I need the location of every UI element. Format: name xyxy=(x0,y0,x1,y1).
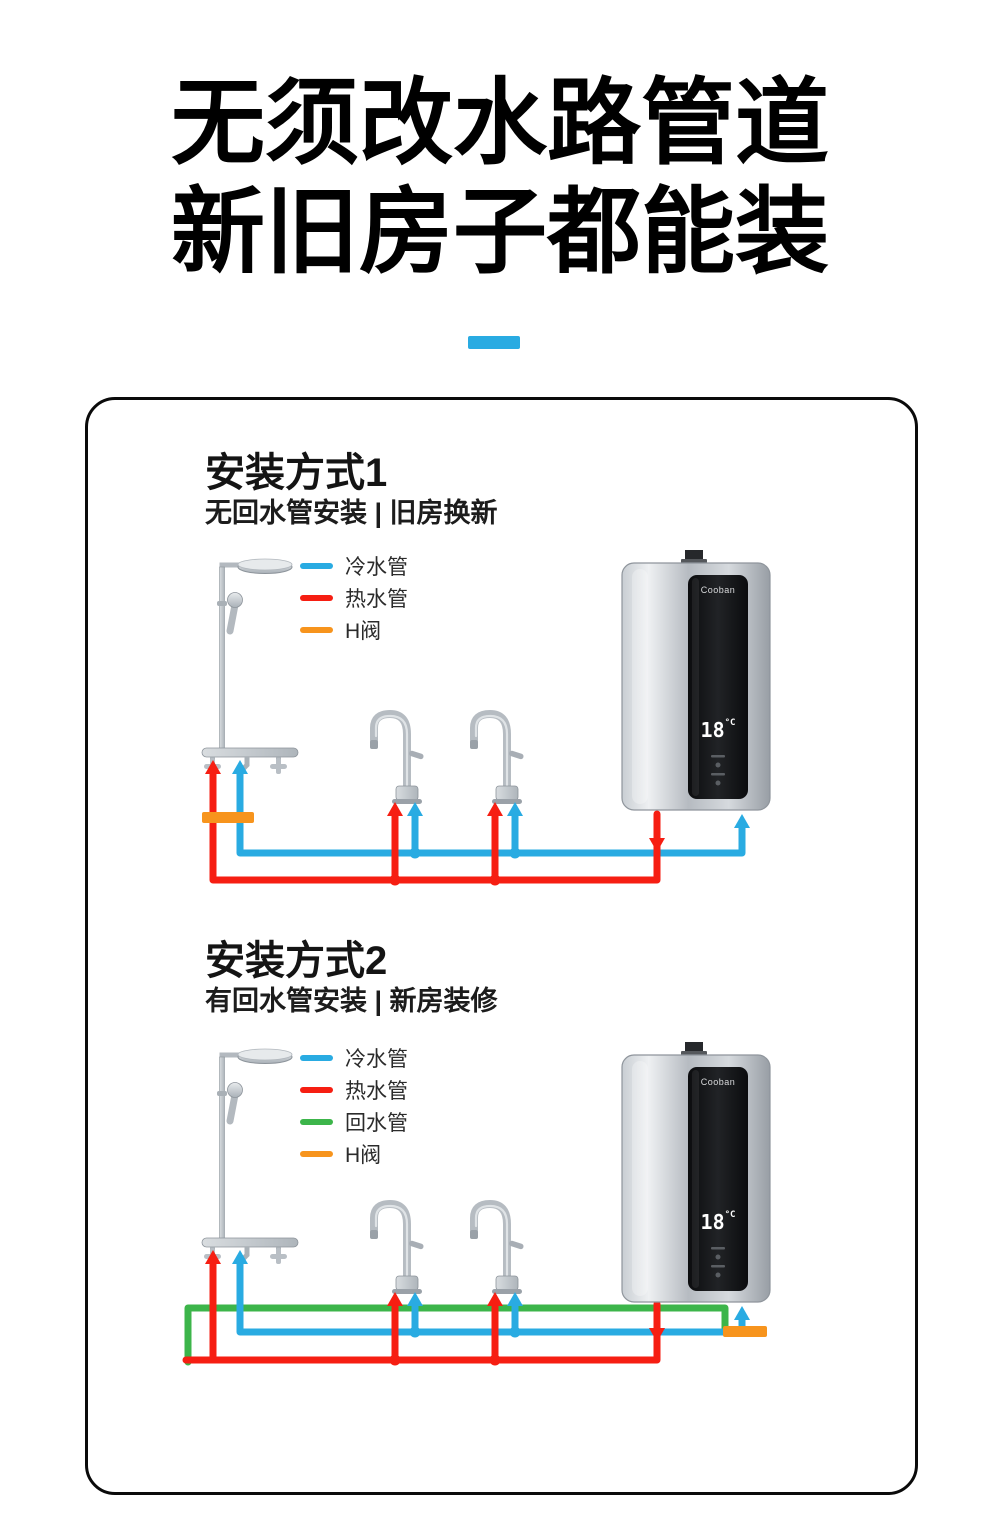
legend-label: 热水管 xyxy=(345,588,408,611)
heater-temp-value: 18 xyxy=(700,1210,725,1234)
heater-temp-unit: °C xyxy=(724,1210,736,1220)
legend-label: 回水管 xyxy=(345,1112,408,1135)
legend-label: H阀 xyxy=(345,620,382,643)
hot-water-pipes xyxy=(209,768,661,884)
return-water-pipes xyxy=(184,1304,729,1366)
cold-pipe-junctions xyxy=(409,847,521,859)
cold-pipe-swatch xyxy=(300,563,333,569)
cold-flow-arrows xyxy=(232,1250,750,1320)
hot-pipe-swatch xyxy=(300,1087,333,1093)
legend-section-2: 冷水管 热水管 回水管 H阀 xyxy=(300,1042,408,1170)
legend-item-hot: 热水管 xyxy=(300,1074,408,1106)
cold-pipe-junctions xyxy=(409,1326,521,1338)
faucet-fixture xyxy=(370,1204,424,1294)
legend-item-cold: 冷水管 xyxy=(300,1042,408,1074)
heater-display: 18°C xyxy=(688,1210,748,1234)
shower-fixture xyxy=(202,559,298,774)
heater-temp-unit: °C xyxy=(724,718,736,728)
legend-item-valve: H阀 xyxy=(300,614,408,646)
h-valve xyxy=(723,1326,767,1337)
valve-swatch xyxy=(300,1151,333,1157)
section-2-heading: 安装方式2 xyxy=(205,939,388,983)
valve-swatch xyxy=(300,627,333,633)
legend-label: 冷水管 xyxy=(345,556,408,579)
legend-label: 冷水管 xyxy=(345,1048,408,1071)
cold-pipe-swatch xyxy=(300,1055,333,1061)
legend-item-valve: H阀 xyxy=(300,1138,408,1170)
page-title: 无须改水路管道 新旧房子都能装 xyxy=(0,68,1000,286)
section-1-subtitle: 无回水管安装 | 旧房换新 xyxy=(205,498,498,528)
section-2-subtitle: 有回水管安装 | 新房装修 xyxy=(205,986,498,1016)
faucet-fixture xyxy=(370,714,424,804)
faucet-fixture xyxy=(470,1204,524,1294)
title-accent-dash xyxy=(468,336,520,349)
hot-flow-arrows xyxy=(205,1250,665,1342)
faucet-fixture xyxy=(470,714,524,804)
heater-brand: Cooban xyxy=(700,585,736,595)
hot-water-pipes xyxy=(182,1258,661,1364)
legend-section-1: 冷水管 热水管 H阀 xyxy=(300,550,408,646)
hot-pipe-junctions xyxy=(389,874,501,886)
installation-diagram-2 xyxy=(182,1041,771,1366)
cold-flow-arrows xyxy=(232,760,750,828)
hot-pipe-junctions xyxy=(389,1354,501,1366)
legend-label: H阀 xyxy=(345,1144,382,1167)
hot-pipe-swatch xyxy=(300,595,333,601)
legend-item-hot: 热水管 xyxy=(300,582,408,614)
return-pipe-swatch xyxy=(300,1119,333,1125)
legend-label: 热水管 xyxy=(345,1080,408,1103)
title-line-1: 无须改水路管道 xyxy=(170,70,829,175)
legend-item-cold: 冷水管 xyxy=(300,550,408,582)
heater-display: 18°C xyxy=(688,718,748,742)
shower-fixture xyxy=(202,1049,298,1264)
legend-item-return: 回水管 xyxy=(300,1106,408,1138)
section-1-heading: 安装方式1 xyxy=(205,451,388,495)
heater-temp-value: 18 xyxy=(700,718,725,742)
hot-flow-arrows xyxy=(205,760,665,852)
heater-brand: Cooban xyxy=(700,1077,736,1087)
installation-diagram-1 xyxy=(140,550,771,886)
title-line-2: 新旧房子都能装 xyxy=(170,179,829,285)
h-valve xyxy=(202,812,254,823)
